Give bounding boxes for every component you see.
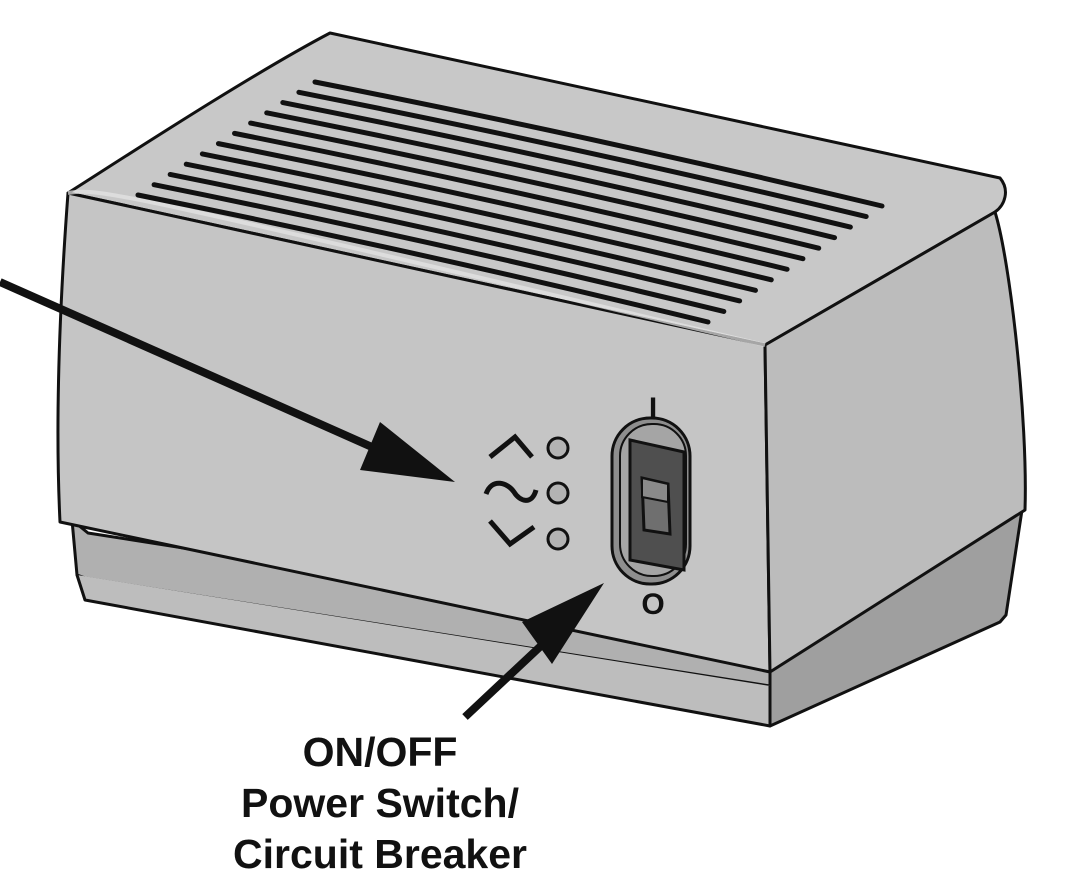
low-voltage-chevron-down-icon bbox=[488, 519, 536, 548]
vent-slot bbox=[135, 192, 711, 325]
switch-callout-label: ON/OFF Power Switch/ Circuit Breaker bbox=[180, 727, 580, 880]
vent-slot bbox=[312, 79, 885, 209]
base-bottom-edge bbox=[75, 574, 772, 728]
led-normal bbox=[546, 481, 570, 505]
power-switch[interactable] bbox=[610, 416, 692, 586]
vent-slot bbox=[232, 130, 806, 262]
vent-slot bbox=[199, 151, 774, 283]
callout-line-1: ON/OFF bbox=[302, 729, 458, 775]
led-high bbox=[546, 436, 570, 460]
led-low bbox=[546, 527, 570, 551]
vent-slot bbox=[183, 161, 758, 293]
vent-slot bbox=[167, 171, 743, 304]
side-face bbox=[763, 210, 1027, 674]
indicator-leds bbox=[546, 436, 570, 551]
switch-rocker-top bbox=[641, 476, 669, 504]
vent-slot bbox=[280, 100, 853, 230]
switch-off-symbol: O bbox=[641, 588, 664, 621]
front-face bbox=[56, 191, 772, 674]
switch-on-symbol: I bbox=[649, 392, 657, 425]
vent-slot bbox=[151, 182, 727, 314]
switch-arrow bbox=[462, 583, 604, 720]
vent-slot bbox=[264, 110, 838, 241]
indicator-icons bbox=[483, 433, 539, 548]
callout-line-3: Circuit Breaker bbox=[233, 831, 527, 877]
normal-voltage-tilde-icon bbox=[483, 480, 539, 503]
vent-slot bbox=[248, 120, 822, 251]
vent-slots bbox=[135, 79, 885, 325]
front-edge-highlight bbox=[67, 189, 766, 347]
callout-line-2: Power Switch/ bbox=[241, 780, 519, 826]
high-voltage-chevron-up-icon bbox=[488, 433, 534, 459]
vent-slot bbox=[215, 141, 790, 272]
vent-slot bbox=[296, 89, 869, 220]
indicator-arrow bbox=[0, 278, 455, 482]
